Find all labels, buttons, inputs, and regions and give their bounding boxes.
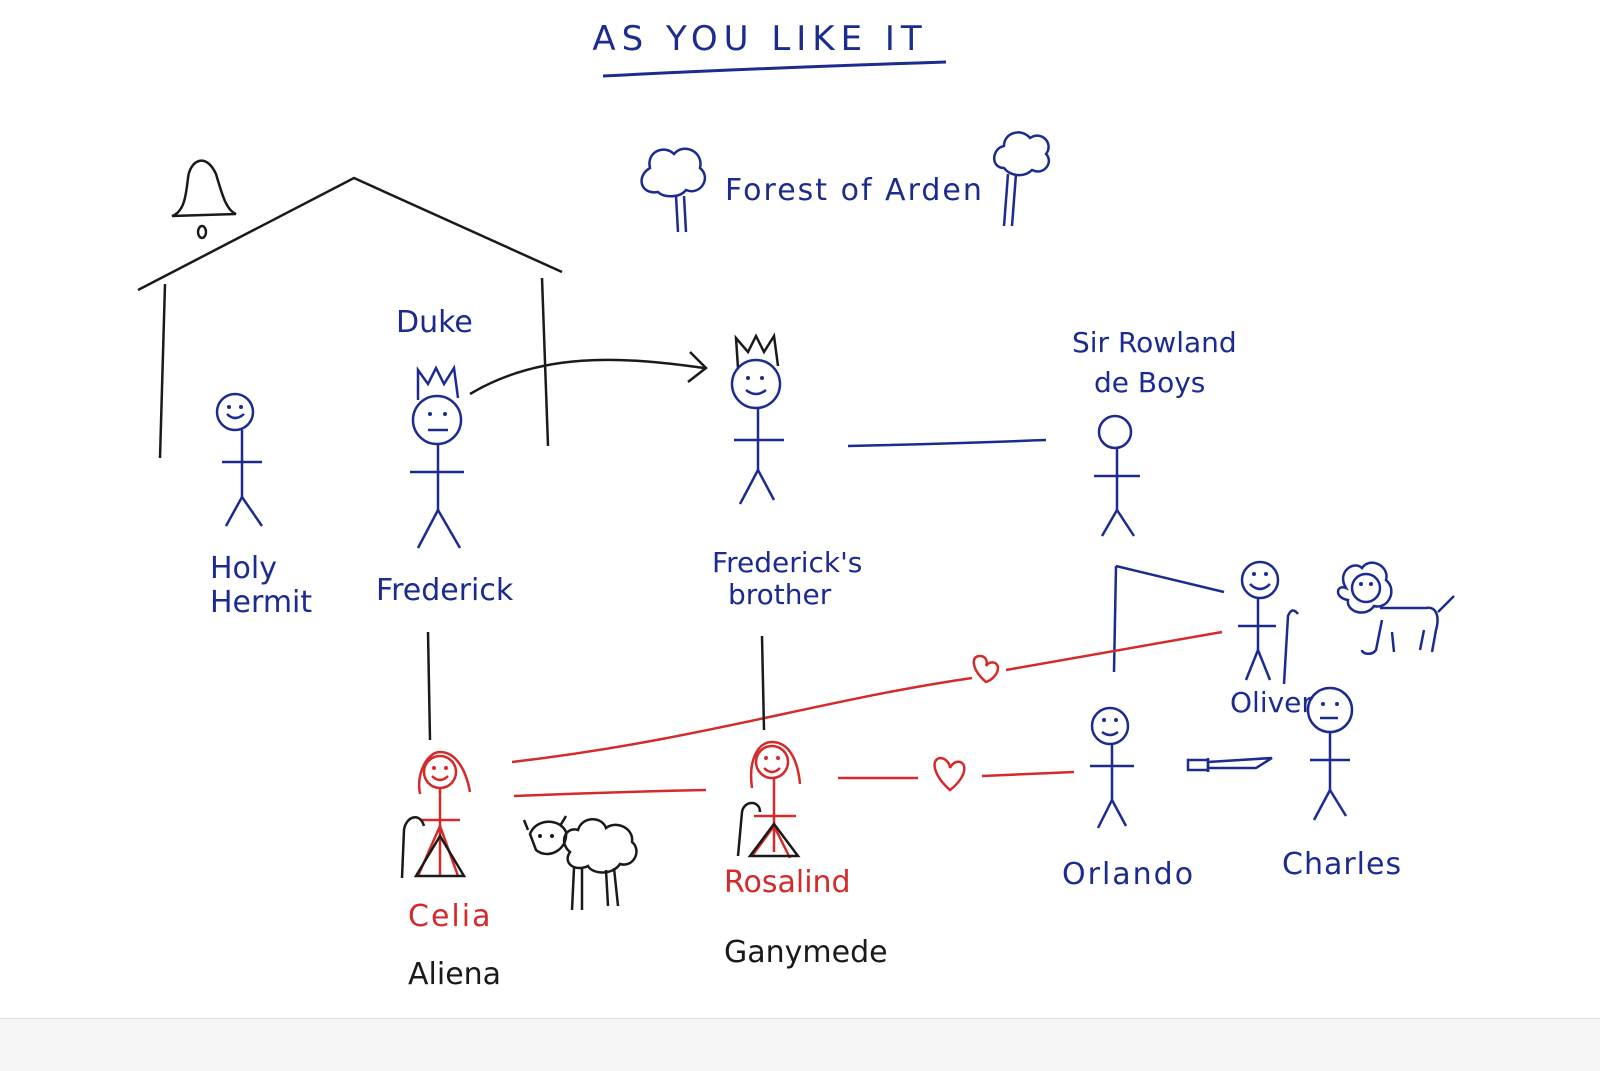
knife-icon (1186, 756, 1273, 772)
fredericks-brother-face (746, 376, 764, 380)
charles-face (1321, 702, 1339, 706)
sheep-icon (522, 815, 638, 911)
sir-rowland-figure (1094, 414, 1140, 537)
fredericks-brother-figure (730, 358, 784, 505)
holy-hermit-figure (215, 392, 264, 527)
crook-icon (400, 816, 467, 879)
celia-label: Celia (408, 899, 492, 934)
tree-icon (640, 147, 707, 233)
sheep-face (538, 834, 554, 838)
love-line-celia-oliver (511, 630, 1223, 764)
love-line-rosalind-orlando (838, 770, 1075, 780)
holy-hermit-label-1: Holy (210, 551, 277, 586)
crown-icon (734, 332, 780, 369)
bell-icon (171, 159, 237, 240)
crown-icon (416, 364, 460, 400)
heart-icon (972, 654, 1000, 684)
charles-label: Charles (1282, 847, 1402, 882)
house-outline (137, 176, 563, 459)
rosalind-figure (749, 740, 802, 859)
orlando-face (1102, 718, 1118, 722)
diagram-title: AS YOU LIKE IT (592, 19, 927, 59)
orlando-label: Orlando (1062, 857, 1195, 892)
rosalind-face (764, 756, 780, 760)
setting-label: Forest of Arden (725, 173, 984, 208)
parent-line-brother (760, 635, 766, 731)
oliver-label: Oliver (1230, 686, 1313, 719)
celia-disguise-label: Aliena (408, 957, 501, 992)
celia-face (432, 766, 448, 770)
oliver-figure (1238, 560, 1299, 685)
holy-hermit-label-2: Hermit (210, 585, 312, 620)
holy-hermit-face (227, 405, 243, 409)
frederick-figure (410, 394, 464, 549)
friendship-line (847, 438, 1047, 448)
rosalind-disguise-label: Ganymede (724, 935, 888, 970)
rosalind-label: Rosalind (724, 865, 851, 900)
lion-face (1359, 582, 1373, 586)
frederick-face (428, 412, 447, 416)
parent-line-frederick (426, 631, 432, 741)
crook-icon (736, 801, 801, 858)
lion-icon (1336, 561, 1455, 655)
orlando-figure (1090, 706, 1134, 829)
family-bracket (1112, 564, 1225, 673)
scan-margin (0, 1018, 1600, 1071)
cousin-line (513, 788, 707, 798)
frederick-label: Frederick (376, 573, 514, 608)
sir-rowland-label-1: Sir Rowland (1072, 326, 1237, 359)
banish-arrow (469, 351, 708, 396)
heart-icon (933, 756, 966, 792)
oliver-face (1252, 572, 1268, 576)
charles-figure (1306, 686, 1354, 821)
fredericks-brother-label-2: brother (728, 578, 832, 611)
title-underline (602, 60, 947, 78)
fredericks-brother-label-1: Frederick's (712, 546, 862, 579)
sir-rowland-label-2: de Boys (1094, 366, 1205, 399)
frederick-title: Duke (396, 305, 473, 340)
tree-icon (993, 131, 1051, 227)
